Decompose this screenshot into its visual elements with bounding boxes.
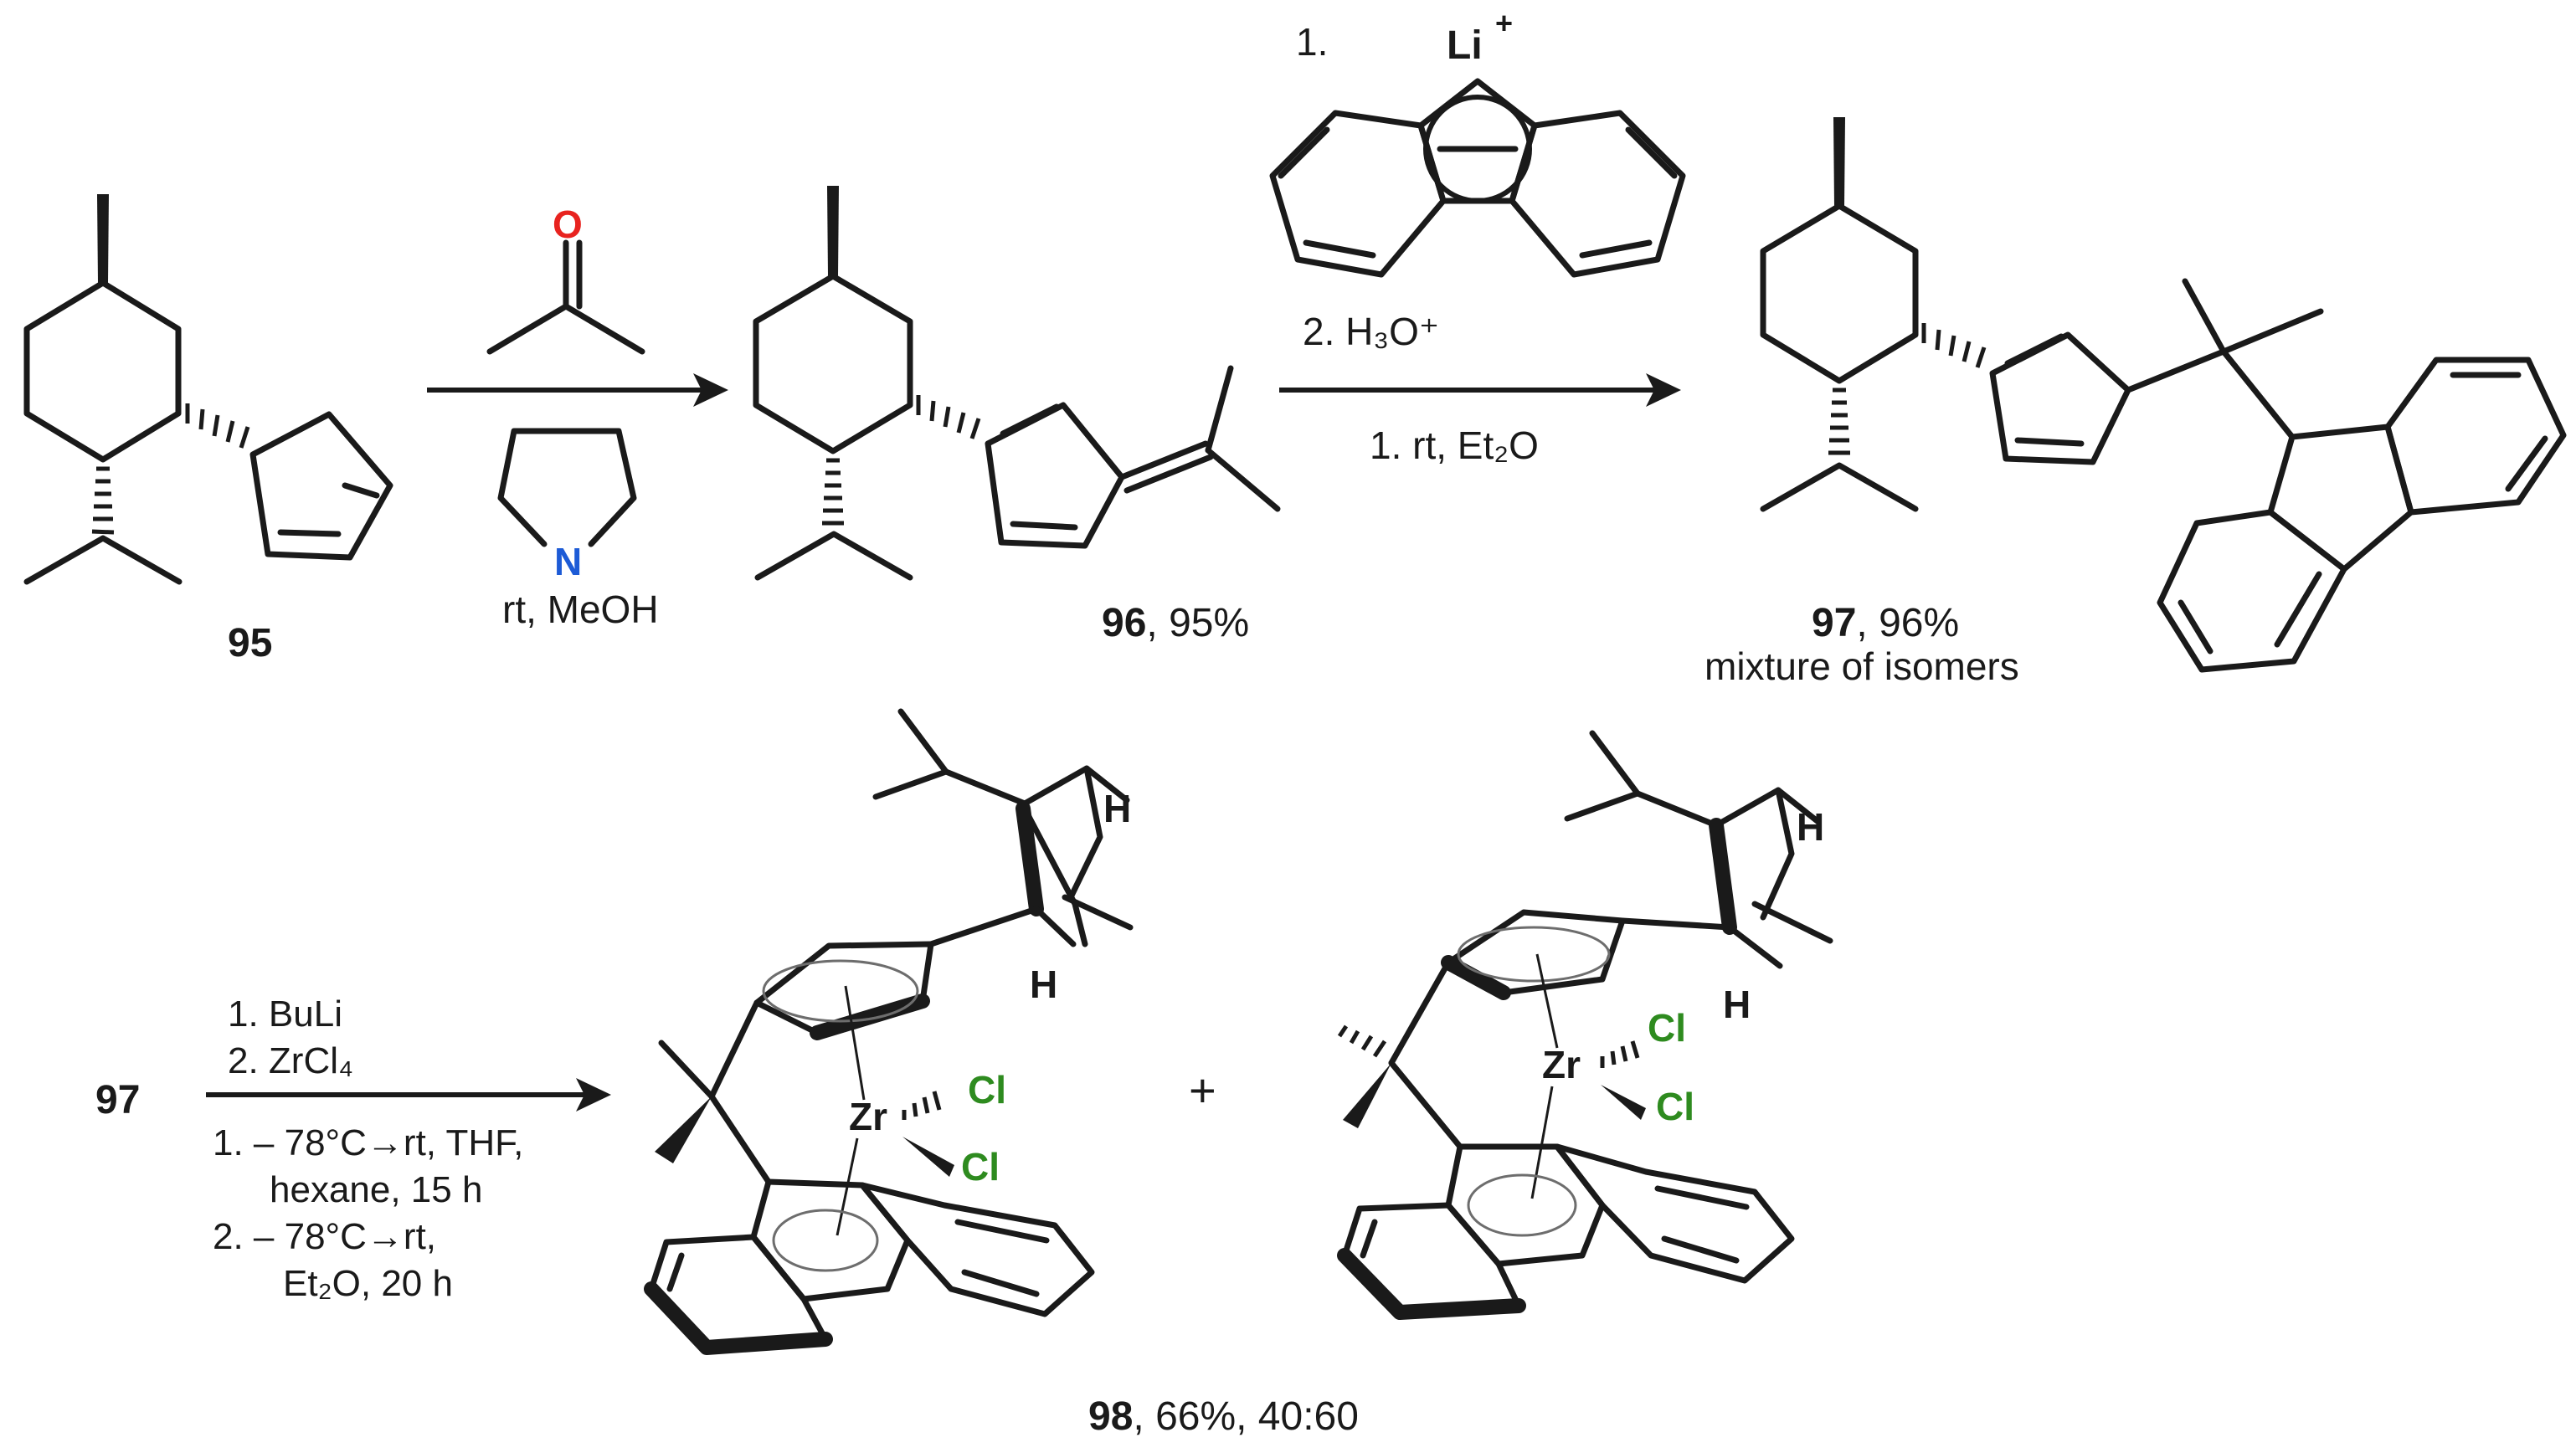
compound-97-label: 97, 96%: [1812, 601, 1959, 645]
compound-98-isomer-a: H H Zr Cl Cl: [644, 708, 1134, 1355]
zirconium-label-b: Zr: [1542, 1043, 1581, 1086]
reaction-3-line-1: 1. BuLi: [228, 993, 342, 1035]
reaction-3-line-5: 2. – 78°C→rt,: [213, 1216, 436, 1257]
oxygen-atom-label: O: [553, 203, 583, 246]
compound-97-structure: [1760, 117, 2567, 673]
compound-98-label: 98, 66%, 40:60: [1088, 1394, 1359, 1439]
compound-97-start-label: 97: [95, 1078, 140, 1122]
compound-95-structure: [23, 194, 393, 585]
reaction-3-line-4: hexane, 15 h: [270, 1169, 482, 1210]
zirconium-label-a: Zr: [849, 1095, 887, 1138]
hydrogen-label-b-1: H: [1797, 805, 1824, 849]
reaction-3-line-6: Et₂O, 20 h: [283, 1263, 453, 1304]
hydrogen-label-b-2: H: [1723, 983, 1751, 1026]
lithium-label: Li: [1447, 23, 1483, 68]
reaction-1-conditions: rt, MeOH: [502, 588, 659, 631]
reagent-fluorenyl-anion: [1269, 78, 1686, 278]
hash-bond-zr-cl-b: [1600, 1040, 1640, 1068]
compound-96-structure: [753, 186, 1281, 581]
wedge-bond-95-methyl: [97, 194, 109, 283]
compound-95-label: 95: [228, 621, 272, 665]
hash-bond-cme2-b: [1337, 1024, 1387, 1058]
compound-97-note: mixture of isomers: [1704, 644, 2019, 688]
reagent-acetone: [486, 239, 645, 355]
step-2-reagent: 2. H₃O⁺: [1303, 310, 1439, 353]
chlorine-label-a-2: Cl: [961, 1145, 1000, 1189]
reagent-pyrrolidine: [497, 428, 637, 547]
hydrogen-label-a-1: H: [1103, 787, 1131, 830]
compound-96-label: 96, 95%: [1102, 601, 1249, 645]
hydrogen-label-a-2: H: [1030, 963, 1057, 1006]
compound-98-isomer-b: H H Zr Cl Cl: [1337, 730, 1833, 1320]
reaction-3-line-2: 2. ZrCl₄: [228, 1040, 353, 1081]
step-1-number: 1.: [1296, 20, 1328, 64]
hash-bond-zr-cl-a: [902, 1091, 942, 1120]
chlorine-label-a-1: Cl: [968, 1068, 1006, 1112]
reaction-2-conditions: 1. rt, Et₂O: [1370, 424, 1539, 467]
plus-sign: +: [1189, 1064, 1216, 1117]
chlorine-label-b-2: Cl: [1656, 1085, 1694, 1128]
chlorine-label-b-1: Cl: [1648, 1006, 1686, 1050]
reaction-3-line-3: 1. – 78°C→rt, THF,: [213, 1122, 523, 1163]
nitrogen-atom-label: N: [554, 540, 582, 583]
lithium-charge: +: [1495, 6, 1513, 40]
hash-bond-95-isopropyl: [91, 466, 115, 535]
hash-bond-95-cp: [185, 403, 250, 449]
